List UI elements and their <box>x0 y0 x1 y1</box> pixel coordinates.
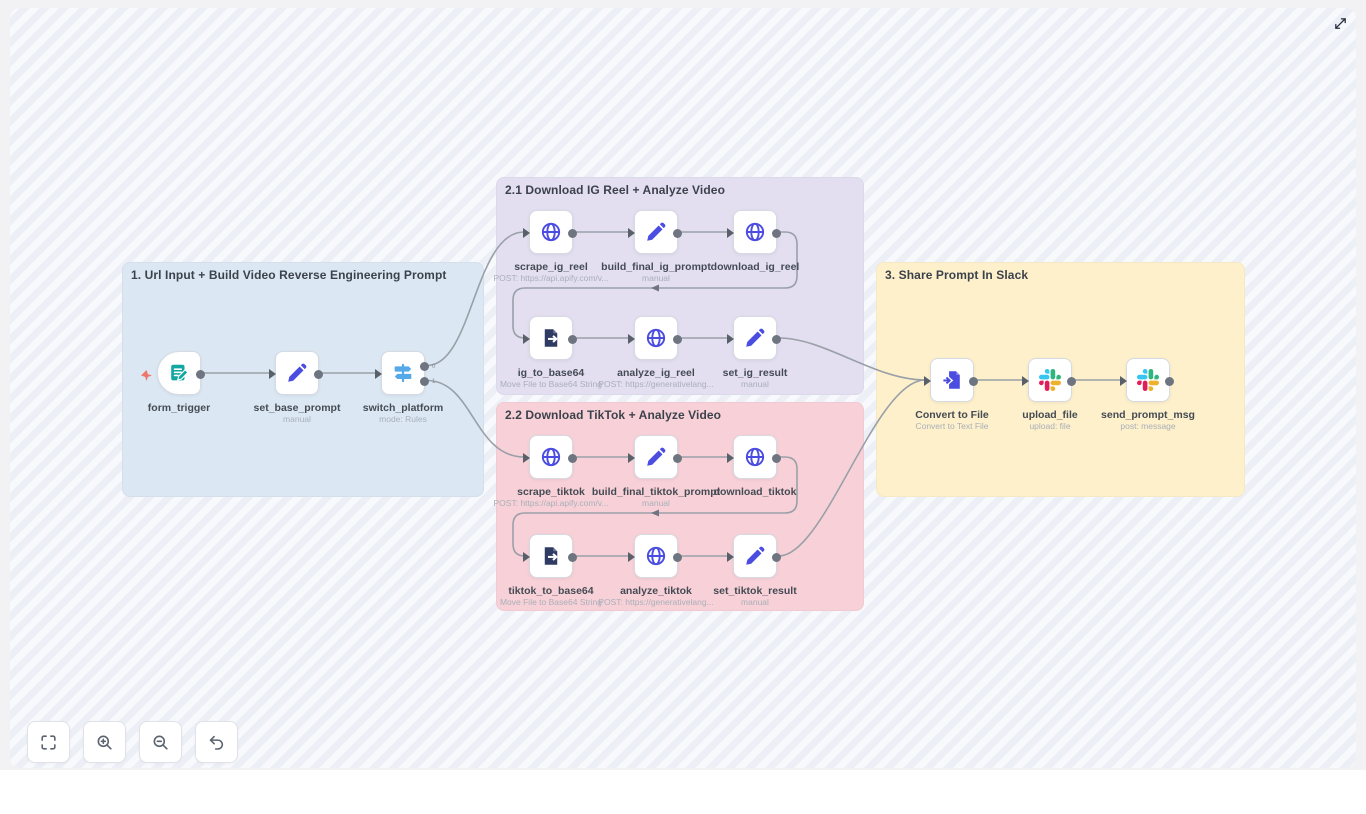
slack-icon <box>1137 369 1159 391</box>
output-port[interactable] <box>772 228 781 238</box>
output-port[interactable] <box>673 453 682 463</box>
canvas-controls <box>27 721 238 763</box>
output-port[interactable] <box>673 228 682 238</box>
input-port[interactable] <box>727 228 734 238</box>
zoom-in-icon <box>95 733 114 752</box>
output-port[interactable] <box>420 362 429 371</box>
output-port[interactable] <box>196 369 205 379</box>
input-port[interactable] <box>1022 376 1029 386</box>
output-port[interactable] <box>568 453 577 463</box>
output-port[interactable] <box>772 334 781 344</box>
globe-icon <box>540 221 562 243</box>
expand-icon <box>1333 16 1348 31</box>
input-port[interactable] <box>628 334 635 344</box>
output-port[interactable] <box>568 228 577 238</box>
globe-icon <box>744 446 766 468</box>
file-export-icon <box>540 327 562 349</box>
input-port[interactable] <box>1120 376 1127 386</box>
output-port[interactable] <box>673 334 682 344</box>
input-port[interactable] <box>628 552 635 562</box>
pencil-icon <box>286 362 308 384</box>
output-port[interactable] <box>772 552 781 562</box>
output-port[interactable] <box>568 552 577 562</box>
output-port[interactable] <box>969 376 978 386</box>
group-title: 2.2 Download TikTok + Analyze Video <box>505 408 722 422</box>
node-download_tiktok[interactable]: download_tiktok <box>714 435 796 498</box>
input-port[interactable] <box>269 369 276 379</box>
input-port[interactable] <box>523 453 530 463</box>
bottom-gutter <box>0 770 1366 814</box>
file-import-icon <box>941 369 963 391</box>
group-2-2[interactable]: 2.2 Download TikTok + Analyze Video <box>496 402 864 611</box>
input-port[interactable] <box>727 334 734 344</box>
node-form_trigger[interactable]: form_trigger <box>141 351 210 414</box>
zoom-out-icon <box>151 733 170 752</box>
globe-icon <box>645 545 667 567</box>
expand-button[interactable] <box>1330 13 1350 33</box>
output-port-label: 0 <box>432 363 436 370</box>
input-port[interactable] <box>523 228 530 238</box>
pencil-icon <box>645 446 667 468</box>
input-port[interactable] <box>628 453 635 463</box>
group-title: 2.1 Download IG Reel + Analyze Video <box>505 183 725 197</box>
zoom-out-button[interactable] <box>139 721 182 763</box>
output-port[interactable] <box>420 377 429 386</box>
input-port[interactable] <box>628 228 635 238</box>
output-port[interactable] <box>772 453 781 463</box>
switch-icon <box>392 362 414 384</box>
input-port[interactable] <box>924 376 931 386</box>
input-port[interactable] <box>523 552 530 562</box>
pencil-icon <box>744 327 766 349</box>
input-port[interactable] <box>727 453 734 463</box>
fit-view-button[interactable] <box>27 721 70 763</box>
pencil-icon <box>645 221 667 243</box>
pencil-icon <box>744 545 766 567</box>
fit-view-icon <box>39 733 58 752</box>
output-port[interactable] <box>1165 376 1174 386</box>
undo-button[interactable] <box>195 721 238 763</box>
globe-icon <box>540 446 562 468</box>
output-port[interactable] <box>1067 376 1076 386</box>
input-port[interactable] <box>375 369 382 379</box>
globe-icon <box>744 221 766 243</box>
form-trigger-icon <box>168 362 190 384</box>
output-port[interactable] <box>568 334 577 344</box>
group-title: 3. Share Prompt In Slack <box>885 268 1029 282</box>
slack-icon <box>1039 369 1061 391</box>
zoom-in-button[interactable] <box>83 721 126 763</box>
workflow-workspace: 1. Url Input + Build Video Reverse Engin… <box>0 0 1366 770</box>
output-port-label: 1 <box>432 378 436 385</box>
output-port[interactable] <box>673 552 682 562</box>
undo-icon <box>207 733 226 752</box>
globe-icon <box>645 327 667 349</box>
input-port[interactable] <box>727 552 734 562</box>
input-port[interactable] <box>523 334 530 344</box>
group-title: 1. Url Input + Build Video Reverse Engin… <box>131 268 447 282</box>
output-port[interactable] <box>314 369 323 379</box>
file-export-icon <box>540 545 562 567</box>
node-download_ig_reel[interactable]: download_ig_reel <box>711 210 799 273</box>
